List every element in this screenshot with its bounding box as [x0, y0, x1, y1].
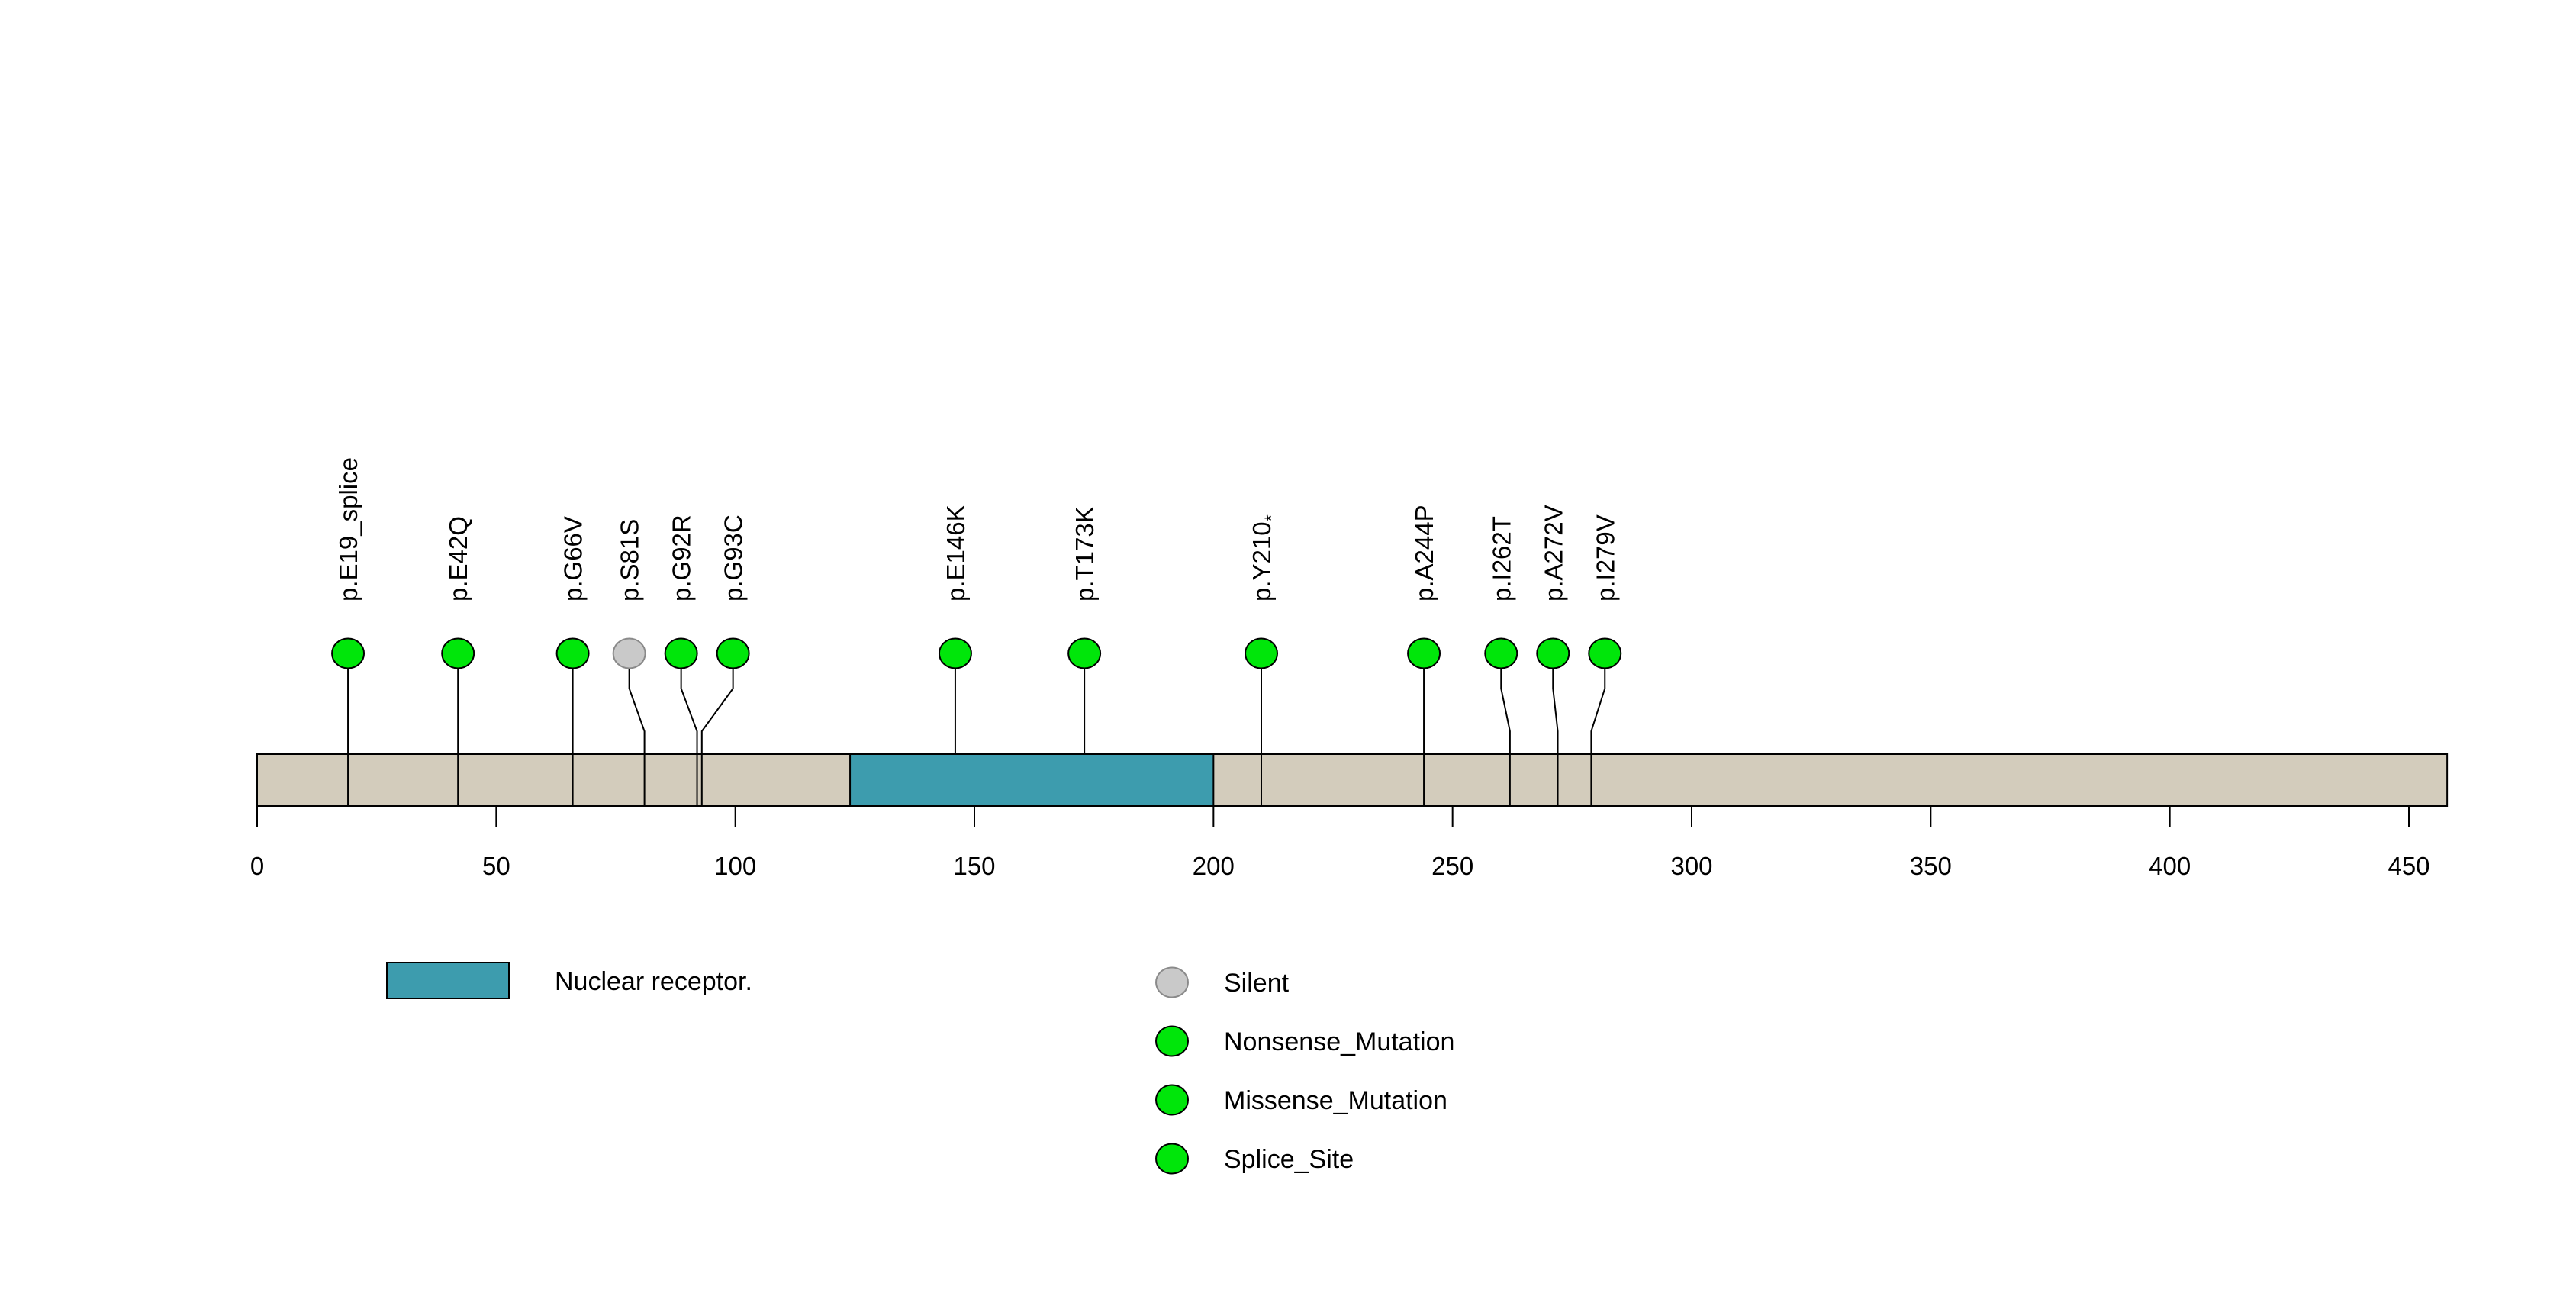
lollipop-circle-pi262t: [1484, 637, 1518, 669]
legend-domain-label: Nuclear receptor.: [555, 967, 752, 996]
axis-tick-label: 0: [250, 852, 264, 880]
axis-tick-label: 200: [1193, 852, 1235, 880]
lollipop-circle-pe146k: [938, 637, 972, 669]
lollipop-circle-pe42q: [441, 637, 475, 669]
mutation-label: p.I279V: [1591, 514, 1619, 601]
mutation-label: p.A244P: [1410, 505, 1438, 601]
mutation-label: p.G92R: [668, 514, 696, 601]
lollipop-circle-pg93c: [716, 637, 750, 669]
mutation-label: p.G66V: [559, 516, 588, 601]
axis-tick-label: 450: [2388, 852, 2429, 880]
mutation-label: p.E19_splice: [334, 457, 362, 601]
lollipop-stem: [1500, 666, 1511, 806]
lollipop-circle-pg92r: [664, 637, 698, 669]
legend-variant-dot-splice_site: [1155, 1143, 1189, 1175]
protein-track: [256, 753, 2449, 807]
lollipop-stem: [1552, 666, 1559, 806]
lollipop-stem: [700, 666, 734, 806]
lollipop-circle-pe19splice: [331, 637, 365, 669]
mutation-label: p.A272V: [1539, 505, 1567, 601]
axis-tick-label: 150: [953, 852, 995, 880]
axis-tick-label: 300: [1670, 852, 1712, 880]
legend-variant-label-missense_mutation: Missense_Mutation: [1224, 1086, 1447, 1115]
lollipop-circle-pa244p: [1407, 637, 1441, 669]
stems-group: [347, 666, 1606, 806]
lollipop-circle-pa272v: [1536, 637, 1570, 669]
lollipop-stem: [1590, 666, 1606, 806]
lollipop-circle-ps81s: [612, 637, 646, 669]
mutation-label: p.E42Q: [444, 516, 472, 601]
axis-tick-label: 50: [482, 852, 510, 880]
lollipop-stem: [680, 666, 698, 806]
legend-variant-label-nonsense_mutation: Nonsense_Mutation: [1224, 1027, 1454, 1056]
domain-nuclear-receptor: [849, 753, 1215, 807]
axis-tick-label: 250: [1431, 852, 1473, 880]
axis-tick-label: 100: [714, 852, 756, 880]
axis-tick-label: 350: [1910, 852, 1952, 880]
legend-variant-label-splice_site: Splice_Site: [1224, 1145, 1354, 1174]
mutation-label: p.I262T: [1487, 516, 1515, 601]
lollipop-stem: [628, 666, 646, 806]
mutation-label: p.Y210*: [1248, 514, 1282, 601]
lollipop-circle-pg66v: [555, 637, 590, 669]
legend-variant-dot-nonsense_mutation: [1155, 1025, 1189, 1057]
lollipop-circle-pt173k: [1067, 637, 1102, 669]
legend-domain-swatch: [386, 962, 510, 999]
legend-variant-label-silent: Silent: [1224, 969, 1290, 998]
mutation-label: p.G93C: [720, 514, 748, 601]
legend-variant-dot-missense_mutation: [1155, 1084, 1189, 1116]
lollipop-circle-py210: [1245, 637, 1278, 669]
lollipop-circle-pi279v: [1588, 637, 1622, 669]
axis-tick-label: 400: [2149, 852, 2191, 880]
mutation-label: p.S81S: [616, 519, 644, 601]
mutation-label: p.E146K: [942, 505, 970, 601]
legend-variant-dot-silent: [1155, 966, 1189, 998]
mutation-label: p.T173K: [1071, 506, 1099, 601]
